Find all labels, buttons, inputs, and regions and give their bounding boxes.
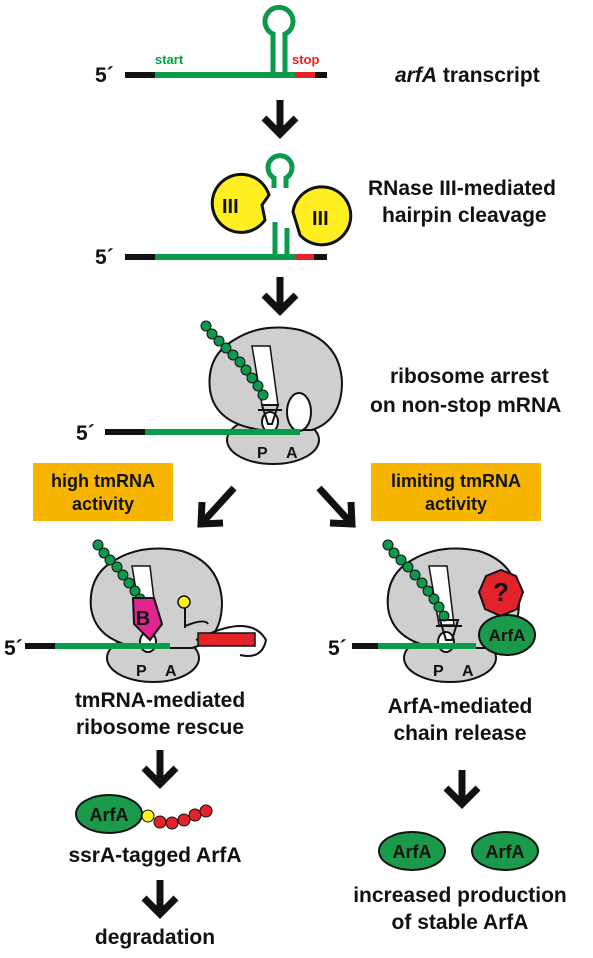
rnase-cleavage: III III 5´ RNase III-mediated hairpin cl… bbox=[95, 153, 556, 269]
five-prime-label: 5´ bbox=[4, 637, 23, 660]
ssra-tagged-arfa: ArfA ssrA-tagged ArfA bbox=[68, 794, 242, 867]
tmrna-loop bbox=[195, 625, 268, 657]
high-tmrna-box-bg bbox=[33, 463, 173, 521]
five-prime-label: 5´ bbox=[328, 637, 347, 660]
question-mark-label: ? bbox=[493, 577, 509, 607]
a-site-label: A bbox=[165, 663, 177, 680]
arfa-chain-release: ? ArfA P A 5´ ArfA-mediated chain releas… bbox=[328, 539, 536, 745]
limiting-tmrna-box-bg bbox=[371, 463, 541, 521]
cleaved-hairpin-loop bbox=[265, 153, 295, 188]
peptidyl-trna bbox=[436, 619, 462, 641]
stable-arfa-products: ArfA ArfA bbox=[378, 831, 539, 871]
arfa-label: ArfA bbox=[90, 805, 129, 825]
step2-label-line1: RNase III-mediated bbox=[368, 177, 556, 200]
five-prime-label: 5´ bbox=[95, 246, 114, 269]
step3-label-line2: on non-stop mRNA bbox=[370, 394, 561, 417]
arfa-product-2-label: ArfA bbox=[486, 842, 525, 862]
protein-b-smpb bbox=[131, 597, 164, 642]
down-arrow-right bbox=[443, 770, 481, 809]
ssra-tag-chain bbox=[141, 804, 213, 830]
tagged-label: ssrA-tagged ArfA bbox=[68, 844, 241, 867]
start-label: start bbox=[155, 52, 184, 67]
rnase-iii-right bbox=[291, 185, 353, 247]
tmrna-rescue: B P A 5´ tmRNA-mediated ribosome rescue bbox=[4, 539, 268, 739]
rnase-iii-right-label: III bbox=[312, 208, 329, 230]
p-site-label: P bbox=[433, 663, 444, 680]
final-label-line2: of stable ArfA bbox=[392, 911, 529, 934]
arfa-product-2 bbox=[471, 831, 539, 871]
down-arrow-2 bbox=[261, 277, 299, 316]
peptidyl-trna bbox=[258, 404, 282, 425]
limiting-tmrna-box: limiting tmRNA activity bbox=[371, 463, 541, 521]
nascent-peptide-chain bbox=[382, 539, 450, 622]
five-prime-label: 5´ bbox=[76, 422, 95, 445]
rnase-iii-left-label: III bbox=[222, 196, 239, 218]
limiting-tmrna-line2: activity bbox=[425, 494, 487, 514]
diagonal-arrow-right bbox=[316, 485, 356, 528]
rescue-label-line2: ribosome rescue bbox=[76, 716, 244, 739]
five-prime-label: 5´ bbox=[95, 64, 114, 87]
limiting-tmrna-line1: limiting tmRNA bbox=[391, 471, 521, 491]
rna-hairpin bbox=[262, 4, 296, 73]
nascent-peptide-chain bbox=[200, 320, 269, 401]
rnase-iii-left bbox=[210, 172, 271, 234]
tmrna-mlr-orf bbox=[197, 632, 256, 647]
step1-label: arfA transcript bbox=[395, 64, 540, 87]
degradation-label: degradation bbox=[95, 926, 215, 949]
high-tmrna-line2: activity bbox=[72, 494, 134, 514]
step2-label-line2: hairpin cleavage bbox=[382, 204, 547, 227]
stop-label: stop bbox=[292, 52, 320, 67]
diagonal-arrow-left bbox=[197, 485, 237, 528]
tmrna-alanine-tag bbox=[177, 595, 191, 609]
arfa-transcript: 5´ start stop arfA transcript bbox=[95, 4, 540, 87]
tmrna-acceptor-arm bbox=[184, 620, 209, 627]
high-tmrna-box: high tmRNA activity bbox=[33, 463, 173, 521]
arfa-product-1 bbox=[378, 831, 446, 871]
arfa-bound bbox=[478, 614, 536, 656]
rescue-label-line1: tmRNA-mediated bbox=[75, 689, 245, 712]
release-label-line1: ArfA-mediated bbox=[388, 695, 533, 718]
a-site-empty bbox=[286, 392, 312, 432]
a-site-label: A bbox=[286, 445, 298, 462]
down-arrow-left-1 bbox=[141, 750, 179, 789]
p-site-label: P bbox=[257, 445, 268, 462]
step3-label-line1: ribosome arrest bbox=[390, 365, 549, 388]
high-tmrna-line1: high tmRNA bbox=[51, 471, 155, 491]
release-label-line2: chain release bbox=[393, 722, 526, 745]
down-arrow-1 bbox=[261, 100, 299, 139]
arfa-bound-label: ArfA bbox=[489, 626, 526, 645]
p-site-label: P bbox=[136, 663, 147, 680]
ribosome-arrest: P A 5´ ribosome arrest on non-stop mRNA bbox=[76, 320, 561, 465]
down-arrow-left-2 bbox=[141, 880, 179, 919]
protein-b-label: B bbox=[136, 608, 150, 630]
arfa-product-1-label: ArfA bbox=[393, 842, 432, 862]
a-site-label: A bbox=[462, 663, 474, 680]
final-label-line1: increased production bbox=[353, 884, 567, 907]
